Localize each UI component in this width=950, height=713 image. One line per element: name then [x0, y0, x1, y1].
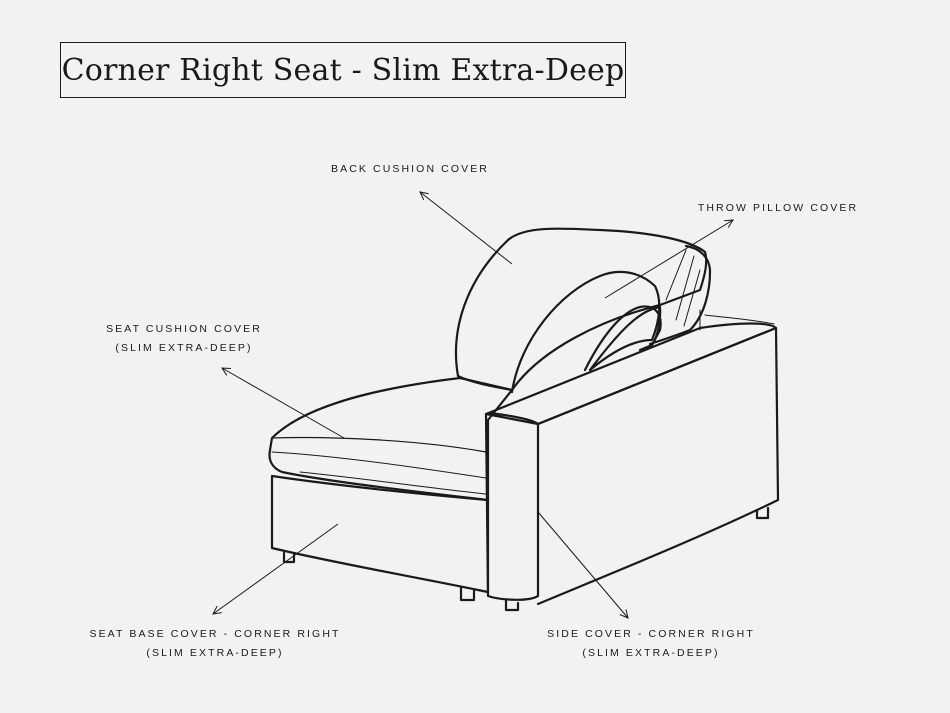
label-seat-base-line2: (SLIM EXTRA-DEEP)	[146, 647, 284, 659]
label-side-cover-line2: (SLIM EXTRA-DEEP)	[582, 647, 720, 659]
seat-base-foot-left	[282, 551, 296, 564]
seat-base	[270, 474, 490, 594]
throw-pillow-roll	[583, 305, 662, 372]
arm-top	[484, 322, 778, 426]
label-seat-cushion-line2: (SLIM EXTRA-DEEP)	[115, 342, 253, 354]
leader-throw-pillow	[604, 220, 733, 299]
side-foot-back	[755, 506, 770, 520]
throw-pillow-end	[648, 244, 712, 346]
label-back-cushion-line1: BACK CUSHION COVER	[331, 163, 489, 175]
label-back-cushion-cover: BACK CUSHION COVER	[320, 160, 500, 179]
seat-base-foot-right	[459, 586, 476, 602]
label-seat-cushion-line1: SEAT CUSHION COVER	[106, 323, 262, 335]
title-box: Corner Right Seat - Slim Extra-Deep	[60, 42, 626, 98]
page-title: Corner Right Seat - Slim Extra-Deep	[61, 52, 625, 88]
label-seat-base-line1: SEAT BASE COVER - CORNER RIGHT	[89, 628, 341, 640]
leader-side-cover	[537, 511, 628, 618]
seat-cushion-stitch-a	[271, 451, 487, 479]
side-long	[536, 326, 780, 606]
label-side-cover-line1: SIDE COVER - CORNER RIGHT	[547, 628, 755, 640]
back-cushion	[454, 227, 708, 392]
label-throw-pillow-cover: THROW PILLOW COVER	[690, 199, 866, 218]
arm-inner	[699, 309, 775, 331]
side-foot-front	[504, 598, 520, 612]
seat-cushion-stitch-b	[299, 471, 487, 495]
throw-pillow-fold-a	[665, 249, 701, 327]
label-side-cover: SIDE COVER - CORNER RIGHT (SLIM EXTRA-DE…	[540, 625, 762, 663]
label-seat-base-cover: SEAT BASE COVER - CORNER RIGHT (SLIM EXT…	[84, 625, 346, 663]
throw-pillow	[510, 270, 662, 394]
label-throw-pillow-line1: THROW PILLOW COVER	[697, 202, 859, 214]
leader-back-cushion	[420, 192, 513, 265]
side-front	[484, 412, 540, 601]
seat-cushion-front	[271, 436, 487, 453]
leader-seat-cushion	[222, 368, 345, 439]
label-seat-cushion-cover: SEAT CUSHION COVER (SLIM EXTRA-DEEP)	[100, 320, 268, 358]
leader-seat-base	[213, 523, 339, 614]
